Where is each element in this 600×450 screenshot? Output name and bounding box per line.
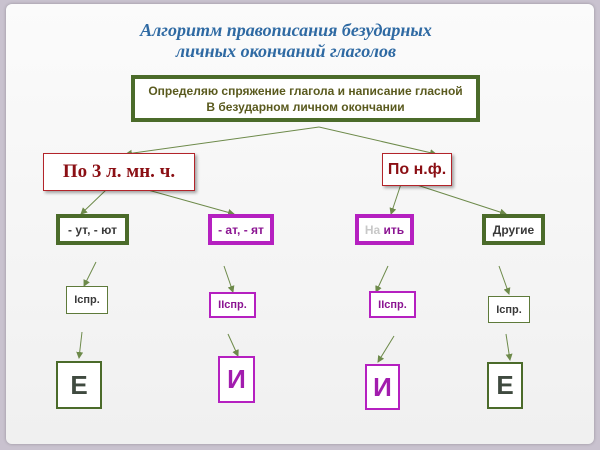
- letter-e-right: Е: [487, 362, 523, 409]
- title-line-1: Алгоритм правописания безударных: [140, 20, 432, 40]
- ending-ut-yut: - ут, - ют: [56, 214, 129, 245]
- letter-i-left: И: [218, 356, 255, 403]
- rule-line-1: Определяю спряжение глагола и написание …: [148, 83, 463, 98]
- arrow-c4-to-l4: [505, 333, 513, 361]
- arrow-c3-to-l3: [377, 335, 395, 363]
- ending-it-suffix: ить: [383, 222, 405, 237]
- letter-i-right: И: [365, 364, 400, 410]
- ending-other: Другие: [482, 214, 545, 245]
- rule-box: Определяю спряжение глагола и написание …: [131, 75, 480, 122]
- arrow-left-to-at: [147, 189, 235, 216]
- arrow-ut-to-c1: [83, 261, 97, 287]
- rule-line-2: В безударном личном окончании: [206, 99, 405, 114]
- arrow-left-to-ut: [80, 189, 107, 215]
- arrow-c2-to-l2: [227, 333, 239, 357]
- arrow-c1-to-l1: [76, 331, 84, 359]
- conjugation-2-left: IIспр.: [209, 292, 256, 318]
- arrow-right-to-other: [413, 183, 507, 216]
- arrow-top-to-left: [125, 126, 320, 157]
- branch-3rd-person-plural: По 3 л. мн. ч.: [43, 153, 195, 191]
- arrow-right-to-na: [389, 183, 402, 215]
- ending-at-yat: - ат, - ят: [208, 214, 274, 245]
- arrow-top-to-right: [318, 126, 437, 157]
- letter-e-left: Е: [56, 361, 102, 409]
- diagram-title: Алгоритм правописания безударных личных …: [6, 20, 566, 62]
- conjugation-1-left: Iспр.: [66, 286, 108, 314]
- arrow-na-to-c3: [375, 265, 389, 293]
- title-line-2: личных окончаний глаголов: [175, 41, 397, 61]
- arrow-other-to-c4: [498, 265, 511, 295]
- ending-it: На ить: [355, 214, 414, 245]
- branch-infinitive: По н.ф.: [382, 153, 452, 186]
- ending-it-prefix: На: [364, 222, 381, 237]
- arrow-at-to-c2: [223, 265, 235, 293]
- connector-arrows: [76, 126, 513, 363]
- conjugation-1-right: Iспр.: [488, 296, 530, 323]
- conjugation-2-right: IIспр.: [369, 291, 416, 318]
- slide: Алгоритм правописания безударных личных …: [6, 4, 594, 444]
